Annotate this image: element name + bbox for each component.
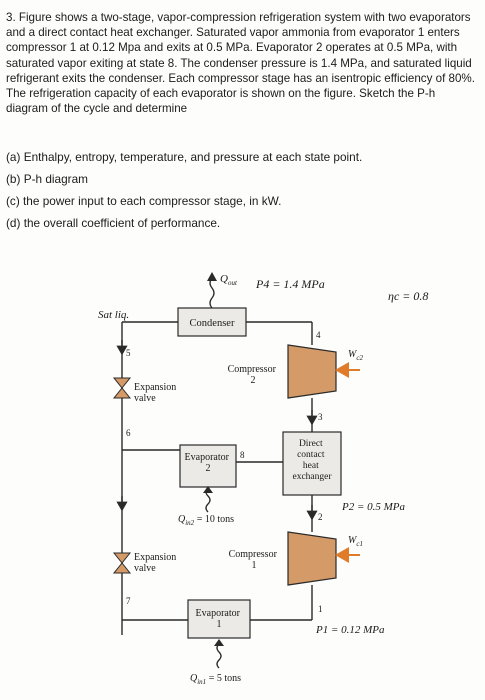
q-in2-label: Qin2 = 10 tons xyxy=(178,514,234,527)
heat-exchanger-label: Direct contact heat exchanger xyxy=(292,439,332,482)
state-numbers: 1 2 3 4 5 6 7 8 xyxy=(126,330,323,614)
compressor-2-body xyxy=(287,344,337,399)
condenser-label: Condenser xyxy=(190,318,235,329)
q-out-arrowhead xyxy=(207,272,217,281)
expansion-valve-upper-label: Expansion valve xyxy=(134,382,179,404)
q-in1-label: Qin1 = 5 tons xyxy=(190,673,241,686)
state-2: 2 xyxy=(318,512,323,522)
problem-intro: 3. Figure shows a two-stage, vapor-compr… xyxy=(6,11,475,116)
part-c: (c) the power input to each compressor s… xyxy=(6,194,282,208)
part-d: (d) the overall coefficient of performan… xyxy=(6,216,221,230)
expansion-valve-lower-top xyxy=(112,552,132,564)
q-in1-arrowhead xyxy=(214,639,224,646)
evaporator-2-box xyxy=(179,444,237,488)
state-7: 7 xyxy=(126,596,131,606)
q-out-label: Qout xyxy=(220,273,238,287)
compressor-1-label: Compressor 1 xyxy=(229,549,280,571)
expansion-valve-lower-label: Expansion valve xyxy=(134,552,179,574)
expansion-valve-lower-bottom xyxy=(112,562,132,574)
handwritten-sat-liq: Sat liq. xyxy=(98,309,129,321)
part-b: (b) P-h diagram xyxy=(6,172,88,186)
flow-arrows xyxy=(116,340,318,521)
handwritten-p2: P2 = 0.5 MPa xyxy=(341,501,406,513)
compressor-1-body xyxy=(287,531,337,586)
state-4: 4 xyxy=(316,330,321,340)
expansion-valve-upper-bottom xyxy=(112,387,132,399)
w-c2-label: Wc2 xyxy=(348,349,363,362)
condenser-box xyxy=(177,307,247,337)
evaporator-2-label: Evaporator 2 xyxy=(185,452,232,474)
state-1: 1 xyxy=(318,604,323,614)
state-3: 3 xyxy=(318,412,323,422)
q-in2-arrowhead xyxy=(203,486,213,493)
handwritten-p4: P4 = 1.4 MPa xyxy=(255,277,325,291)
compressor-2-label: Compressor 2 xyxy=(228,364,279,386)
w-c1-label: Wc1 xyxy=(348,535,363,548)
heat-exchanger-box xyxy=(282,431,342,496)
handwritten-p1: P1 = 0.12 MPa xyxy=(315,624,385,636)
expansion-valve-upper-top xyxy=(112,377,132,389)
state-8: 8 xyxy=(240,450,245,460)
part-a: (a) Enthalpy, entropy, temperature, and … xyxy=(6,150,363,164)
evaporator-1-box xyxy=(187,599,251,639)
state-5: 5 xyxy=(126,348,131,358)
q-out-arrow xyxy=(209,277,215,309)
state-6: 6 xyxy=(126,428,131,438)
q-in1-arrow xyxy=(216,643,222,669)
handwritten-eta: ηc = 0.8 xyxy=(388,289,428,303)
evaporator-1-label: Evaporator 1 xyxy=(196,608,243,630)
problem-statement: 3. Figure shows a two-stage, vapor-compr… xyxy=(6,10,478,116)
